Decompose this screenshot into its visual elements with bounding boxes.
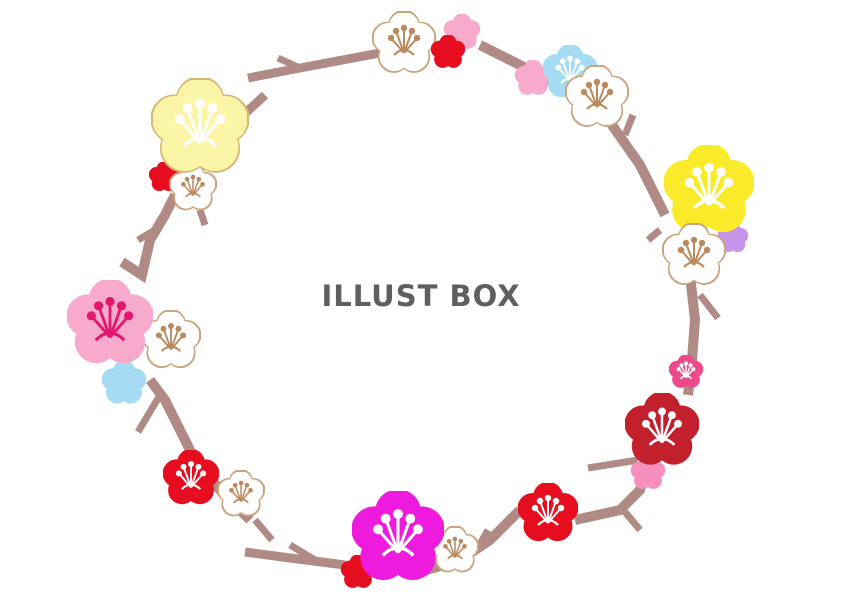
branch-twig <box>697 292 721 321</box>
branch-twig <box>196 208 209 227</box>
flower-stamen <box>580 78 614 110</box>
branch-stem <box>247 47 386 83</box>
flower-stamen <box>86 296 134 342</box>
flower-stamen <box>229 480 253 504</box>
plum-blossom-light-blue <box>102 361 146 404</box>
flower-stamen <box>443 536 467 560</box>
branch-twig <box>474 528 492 550</box>
branch-twig <box>645 227 663 243</box>
flower-stamen <box>642 407 682 446</box>
branch-twig <box>587 456 639 472</box>
flower-stamen <box>387 24 421 56</box>
branch-twig <box>136 226 157 244</box>
branch-twig <box>621 113 637 137</box>
flower-stamen <box>181 174 205 198</box>
branch-twig <box>288 541 317 564</box>
flower-stamen <box>677 236 711 268</box>
branch-group <box>119 40 721 577</box>
branch-stem <box>244 547 346 570</box>
flower-stamen <box>155 323 187 352</box>
flower-stamen <box>175 461 207 490</box>
flower-stamen <box>373 509 423 557</box>
branch-twig <box>134 393 164 434</box>
flower-stamen <box>531 494 565 526</box>
branch-stem <box>119 192 180 284</box>
flower-stamen <box>684 162 734 210</box>
flower-stamen <box>174 98 226 148</box>
branch-twig <box>622 509 643 533</box>
watermark-text: ILLUST BOX <box>321 279 521 313</box>
branch-twig <box>276 54 302 72</box>
flower-group <box>67 11 754 588</box>
branch-twig <box>252 517 275 543</box>
flower-stamen <box>676 361 696 380</box>
